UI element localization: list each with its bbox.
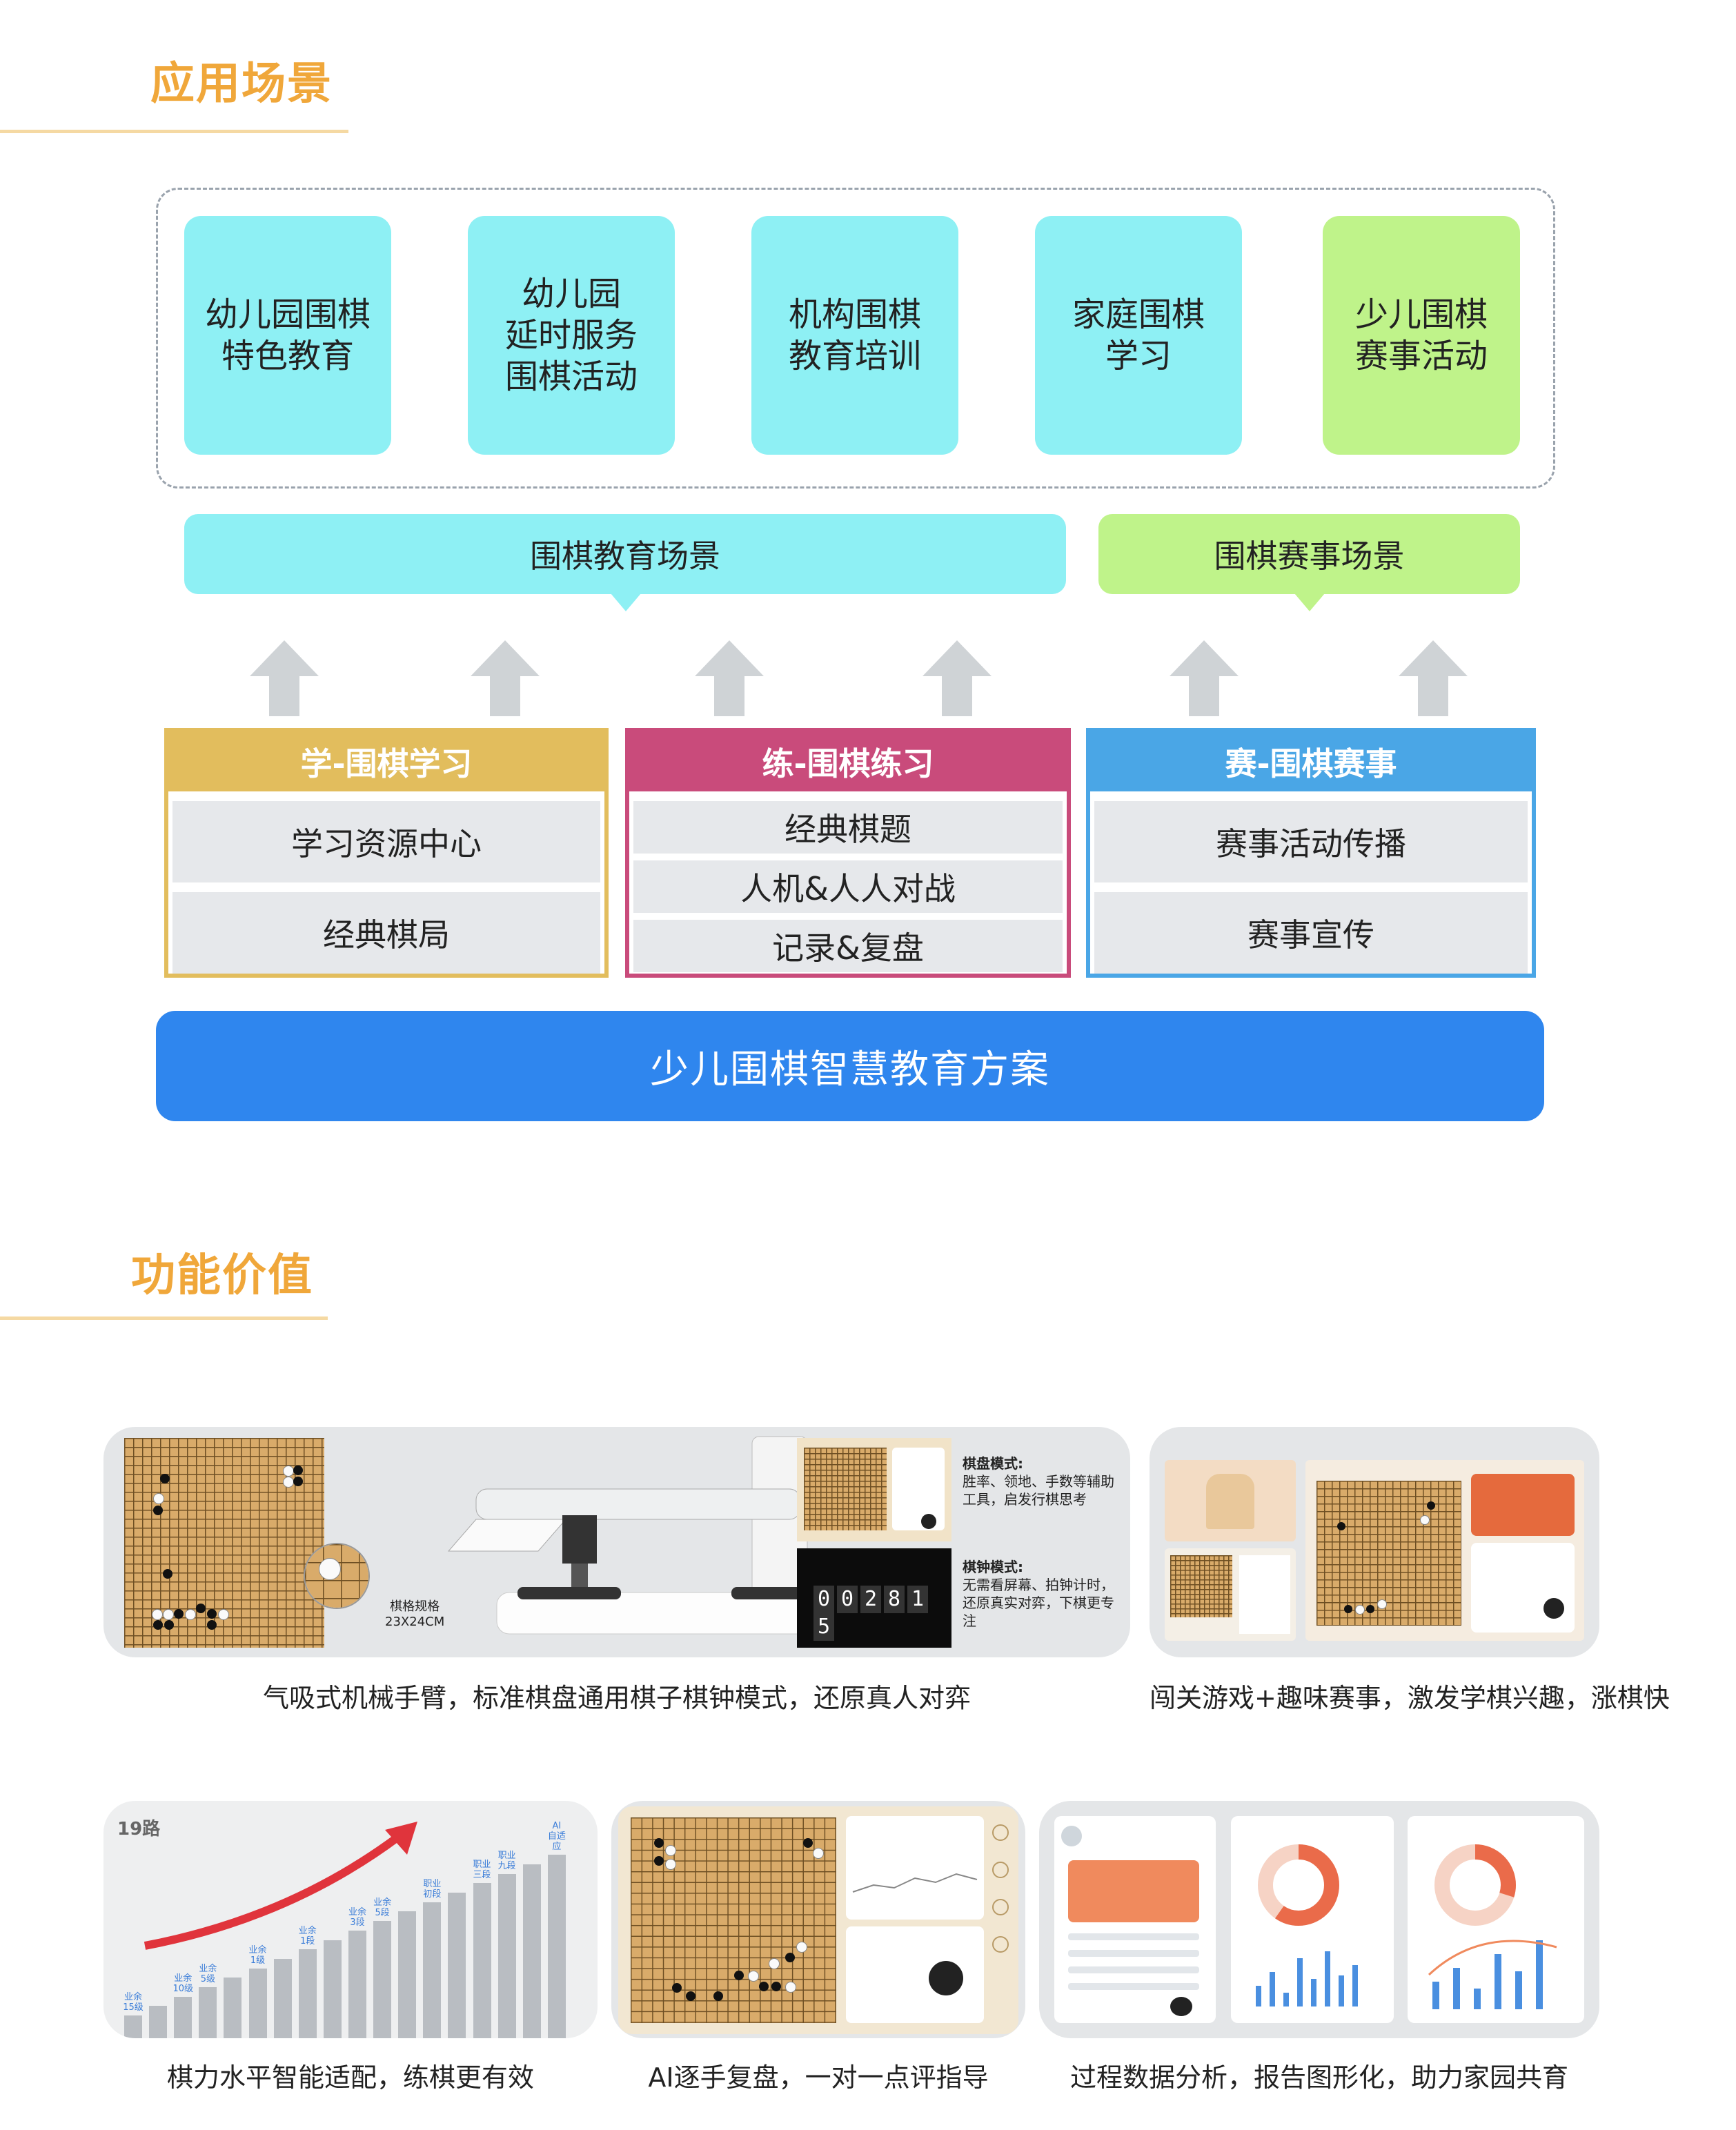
level-bar: [522, 1864, 541, 2038]
level-label: 职业 九段: [497, 1850, 516, 1871]
feature-caption: 气吸式机械手臂，标准棋盘通用棋子棋钟模式，还原真人对弈: [262, 1683, 971, 1713]
pillar-item: 赛事宣传: [1094, 892, 1528, 974]
level-label: 业余 1段: [298, 1926, 317, 1947]
pillar-learn: 学-围棋学习 学习资源中心 经典棋局: [164, 728, 609, 978]
pillar-item: 经典棋题: [633, 801, 1063, 854]
board-size-label: 19路: [117, 1819, 161, 1840]
app-screenshot-levels: [1165, 1460, 1296, 1541]
go-board-image: [631, 1817, 836, 2023]
pillar-item: 经典棋局: [172, 892, 600, 974]
level-bar: [199, 1987, 217, 2038]
feature-caption: 过程数据分析，报告图形化，助力家园共育: [1069, 2062, 1568, 2093]
section-underline: [0, 1317, 328, 1320]
solution-banner: 少儿围棋智慧教育方案: [156, 1011, 1544, 1121]
level-bar: [174, 1996, 193, 2038]
banner-pointer: [611, 593, 641, 611]
level-bar: [298, 1949, 317, 2038]
pillar-title: 学-围棋学习: [168, 732, 604, 791]
scenario-card-family: 家庭围棋 学习: [1035, 216, 1242, 455]
level-bar: [398, 1911, 417, 2038]
feature-panel-data-report: [1039, 1801, 1599, 2038]
level-label: 业余 15级: [123, 1992, 144, 2013]
app-screenshot-main: [1305, 1460, 1584, 1641]
up-arrow-icon: [695, 640, 764, 716]
level-label: 业余 1级: [248, 1944, 267, 1966]
pillar-item: 赛事活动传播: [1094, 801, 1528, 882]
feature-panel-ai-review: [611, 1801, 1025, 2038]
level-label: 职业 三段: [473, 1860, 491, 1881]
winrate-chart-card: [846, 1816, 984, 1920]
ai-comment-card: [846, 1926, 984, 2023]
level-label: 职业 初段: [423, 1878, 442, 1900]
feature-caption: 棋力水平智能适配，练棋更有效: [166, 2062, 534, 2093]
section-title-scenarios: 应用场景: [150, 59, 333, 110]
pillar-item: 记录&复盘: [633, 920, 1063, 972]
feature-panel-robot-arm: 棋格规格 23X24CM 棋盘模式: 胜率、领地、手数等辅助工具，启发行棋思考 …: [103, 1427, 1130, 1657]
level-bar-chart: 业余 15级 业余 10级业余 5级 业余 1级 业余 1段 业余 3段业余 5段 职业 …: [110, 1821, 586, 2038]
level-bar: [373, 1921, 392, 2038]
app-screenshot-match: [1165, 1548, 1296, 1641]
feature-panel-level-adaptive: 19路 业余 15级 业余 10级业余 5级 业余 1级 业余 1段 业余 3段业余 5…: [103, 1801, 598, 2038]
board-mode-description: 棋盘模式: 胜率、领地、手数等辅助工具，启发行棋思考: [963, 1455, 1114, 1508]
clock-mode-description: 棋钟模式: 无需看屏幕、拍钟计时，还原真实对弈，下棋更专注: [963, 1559, 1114, 1629]
feature-caption: 闯关游戏+趣味赛事，激发学棋兴趣，涨棋快: [1150, 1683, 1670, 1713]
up-arrow-icon: [1399, 640, 1468, 716]
up-arrow-icon: [923, 640, 992, 716]
banner-education-scene: 围棋教育场景: [184, 514, 1066, 594]
level-bar: [423, 1902, 442, 2038]
feature-caption: AI逐手复盘，一对一点评指导: [648, 2062, 989, 2093]
level-label: AI 自适应: [547, 1821, 566, 1853]
scenario-card-kindergarten: 幼儿园围棋 特色教育: [184, 216, 391, 455]
pillar-practice: 练-围棋练习 经典棋题 人机&人人对战 记录&复盘: [625, 728, 1071, 978]
pillar-item: 学习资源中心: [172, 801, 600, 882]
section-title-value: 功能价值: [131, 1250, 313, 1301]
level-bar: [547, 1855, 566, 2038]
scenario-card-group: [156, 188, 1555, 489]
level-bar: [348, 1930, 366, 2038]
pillar-compete: 赛-围棋赛事 赛事活动传播 赛事宣传: [1086, 728, 1536, 978]
level-label: 业余 10级: [172, 1973, 193, 1994]
report-card-bar-chart: [1408, 1816, 1584, 2023]
level-bar: [497, 1873, 516, 2038]
scenario-card-competition: 少儿围棋 赛事活动: [1323, 216, 1520, 455]
side-toolbar: [991, 1820, 1010, 2020]
level-bar: [473, 1883, 491, 2038]
report-card-ring-chart: [1231, 1816, 1394, 2023]
go-board-image: [124, 1438, 324, 1648]
magnifier-circle: [304, 1543, 370, 1609]
board-spec: 棋格规格 23X24CM: [385, 1599, 445, 1629]
level-bar: [224, 1978, 242, 2038]
scenario-card-after-school: 幼儿园 延时服务 围棋活动: [468, 216, 675, 455]
level-label: 业余 5段: [373, 1897, 392, 1919]
up-arrow-icon: [250, 640, 319, 716]
level-label: 业余 3段: [348, 1906, 366, 1928]
pillar-item: 人机&人人对战: [633, 860, 1063, 913]
banner-pointer: [1294, 593, 1325, 611]
level-label: 业余 5级: [199, 1964, 217, 1985]
scenario-card-institution: 机构围棋 教育培训: [751, 216, 958, 455]
level-bar: [149, 2006, 168, 2038]
robot-arm-image: [447, 1436, 856, 1635]
banner-competition-scene: 围棋赛事场景: [1098, 514, 1520, 594]
feature-panel-game: [1150, 1427, 1599, 1657]
up-arrow-icon: [1170, 640, 1239, 716]
level-bar: [448, 1893, 466, 2038]
app-screenshot-board: [797, 1438, 951, 1541]
section-underline: [0, 130, 348, 133]
pillar-title: 练-围棋练习: [629, 732, 1067, 791]
pillar-title: 赛-围棋赛事: [1090, 732, 1532, 791]
level-bar: [323, 1940, 342, 2038]
level-bar: [124, 2015, 142, 2038]
up-arrow-icon: [471, 640, 540, 716]
growth-arrow-icon: [144, 1822, 417, 1950]
report-card-profile: [1054, 1816, 1216, 2023]
level-bar: [248, 1968, 267, 2038]
level-bar: [273, 1958, 292, 2038]
